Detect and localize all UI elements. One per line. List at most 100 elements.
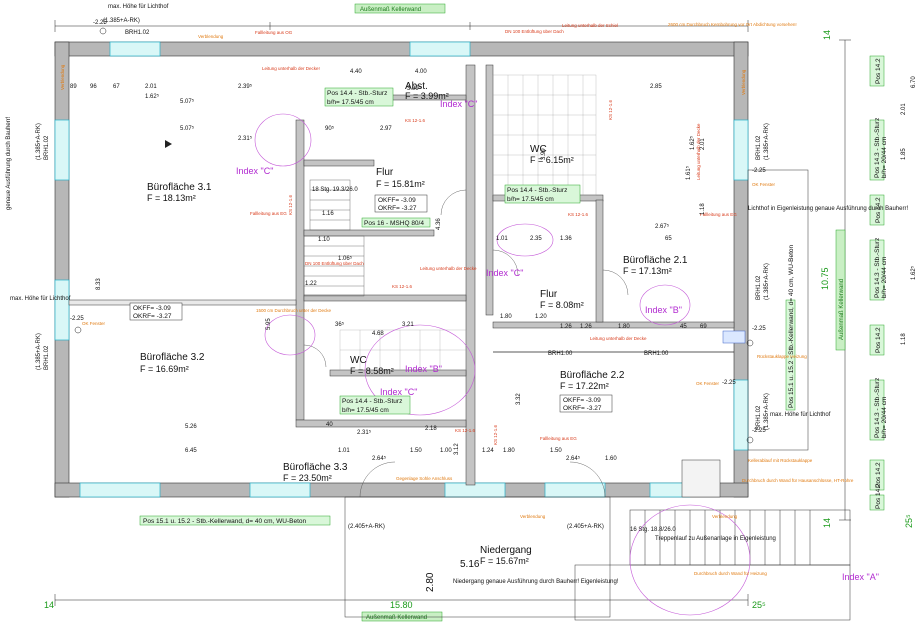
rk-label: (1.385+A-RK) [103,18,140,24]
svg-text:1.80: 1.80 [503,448,515,454]
room-area: F = 8.58m² [350,366,394,376]
svg-text:1.16: 1.16 [322,211,334,217]
level-mark: -2.25 [752,168,766,174]
room-area: F = 17.22m² [560,381,609,391]
svg-text:1.06⁵: 1.06⁵ [338,255,353,262]
okff-box [374,194,428,213]
svg-text:2.85: 2.85 [650,84,662,90]
overall-width: 15.80 [390,600,413,610]
note-orange: OK Fenster [696,381,720,386]
note-orange: 2600 cm Durchbruch Kernbohrung vor Ort A… [668,22,797,27]
note-red: Leitung unterhalb der Decke! [262,66,320,71]
note-orange: Verblendung [741,69,746,95]
note-red: KS 12-1.6 [288,194,293,215]
svg-text:3.99⁵: 3.99⁵ [407,85,422,92]
rk-label: (1.385+A-RK) [36,123,42,160]
door-swings [303,189,629,498]
level-mark: -2.25 [93,20,107,26]
note-orange: Verblendung [60,64,65,90]
note-red: Leitung unterhalb der Decke [696,123,701,180]
svg-text:1.00: 1.00 [440,448,452,454]
svg-text:65: 65 [665,236,672,242]
position-label: b/h= 17.5/45 cm [507,196,554,203]
svg-text:2.01: 2.01 [700,138,706,150]
index-label: Index "B" [645,305,682,315]
exterior-wall-label-right: Außenmaß Kellerwand [839,279,845,340]
room-area: F = 18.13m² [147,193,196,203]
svg-text:67: 67 [113,84,120,90]
note-text: 18 Stg. 19.3/26.0 [312,187,358,193]
room-label: Abst. [405,81,428,92]
svg-text:4.00: 4.00 [415,69,427,75]
brh-label: BRH1.02 [756,135,762,160]
index-label: Index "C" [236,166,273,176]
svg-text:1.62⁵: 1.62⁵ [910,265,917,280]
svg-text:1.61⁵: 1.61⁵ [685,165,692,180]
note-orange: Gegenlage Sohle Anschluss [396,476,453,481]
svg-text:1.10: 1.10 [318,237,330,243]
svg-text:2.64⁵: 2.64⁵ [372,455,387,462]
svg-text:2.01: 2.01 [901,103,907,115]
svg-text:1.22: 1.22 [305,281,317,287]
svg-text:3.12: 3.12 [454,443,460,455]
index-label: Index "C" [440,99,477,109]
svg-text:3.32: 3.32 [516,393,522,405]
note-text: Lichthof in Eigenleistung genaue Ausführ… [748,206,908,212]
rk-label: (1.385+A-RK) [764,393,770,430]
svg-text:36⁵: 36⁵ [335,321,345,328]
svg-text:1.20: 1.20 [535,314,547,320]
exterior-wall-label-bar-right [835,229,846,351]
svg-text:5.07⁵: 5.07⁵ [180,125,195,132]
note-red: DN 100 Entlüftung über Dach [505,29,564,34]
svg-text:2.39⁵: 2.39⁵ [238,83,253,90]
niedergang-area [344,459,851,621]
corner-dim-bl: 14 [44,600,54,610]
svg-text:1.80: 1.80 [618,324,630,330]
lichthof [747,169,809,451]
svg-text:3.21: 3.21 [402,322,414,328]
brh-label: BRH1.02 [756,405,762,430]
svg-text:5.95: 5.95 [266,318,272,330]
svg-text:5.26: 5.26 [185,424,197,430]
okrf-value: OKRF= -3.27 [563,405,602,412]
position-label: b/h= 20/44 cm [881,137,888,178]
position-label: Pos 16 - MSHQ 80/4 [364,220,424,227]
level-mark: -2.25 [70,316,84,322]
svg-text:3.99: 3.99 [541,148,547,160]
room-label: Bürofläche 3.1 [147,182,212,193]
svg-text:1.80: 1.80 [500,314,512,320]
room-area: F = 15.81m² [376,179,425,189]
index-label: Index "B" [405,364,442,374]
svg-text:6.45: 6.45 [185,448,197,454]
svg-text:1.26: 1.26 [560,324,572,330]
svg-text:1.60: 1.60 [605,456,617,462]
column-markers [74,27,754,444]
note-text: max. Höhe für Lichthof [10,296,71,302]
position-label: Pos 14.2 [875,327,882,353]
windows [54,41,749,498]
note-red: KS 12-1.6 [455,428,476,433]
svg-text:6.70: 6.70 [911,76,917,88]
position-label: Pos 14.4 - Stb.-Sturz [327,90,387,97]
dimension-texts: 4.40 4.00 2.85 2.97 2.01 1.62⁵ 5.07⁵ 5.0… [70,69,917,592]
okff-value: OKFF= -3.09 [563,397,601,404]
position-label: Pos 14.3 - Stb.-Sturz [874,238,881,298]
svg-text:5.07⁵: 5.07⁵ [180,98,195,105]
position-label: Pos 14.3 - Stb.-Sturz [874,118,881,178]
note-red: Fallleitung aus EG [250,211,287,216]
index-label: Index "C" [380,387,417,397]
svg-text:2.35: 2.35 [530,236,542,242]
staircase-inner [303,179,365,297]
position-label: b/h= 17.5/45 cm [327,99,374,106]
note-text: max. Höhe für Lichthof [770,412,831,418]
position-label: b/h= 20/44 cm [881,257,888,298]
note-red: KS 12-1.6 [392,284,413,289]
svg-text:1.18: 1.18 [700,203,706,215]
room-area: F = 6.15m² [530,155,574,165]
note-orange: Kellerablauf mit Rückstauklappe [748,458,813,463]
room-label: Bürofläche 2.2 [560,370,625,381]
okrf-value: OKRF= -3.27 [133,313,172,320]
note-text: genaue Ausführung durch Bauherr! [6,116,12,210]
room-label: WC [350,355,367,366]
